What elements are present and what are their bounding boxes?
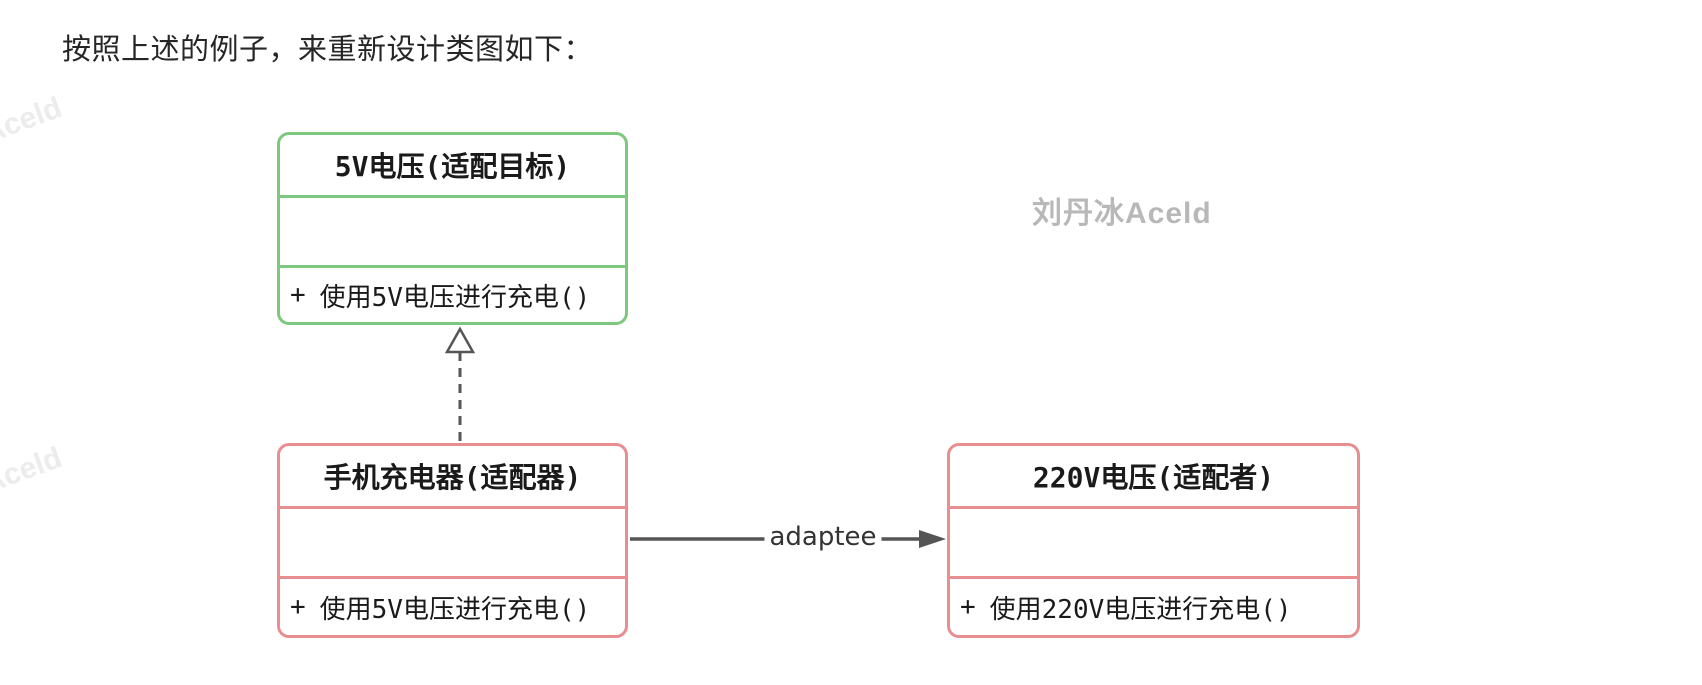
class-box-adaptee: 220V电压(适配者) + 使用220V电压进行充电() (947, 443, 1360, 638)
class-box-target: 5V电压(适配目标) + 使用5V电压进行充电() (277, 132, 628, 325)
realization-triangle-icon (444, 326, 476, 354)
watermark-edge-top: Aceld (0, 91, 67, 151)
class-name: 手机充电器(适配器) (323, 461, 582, 494)
class-attributes-section (280, 195, 625, 265)
class-methods-section: + 使用5V电压进行充电() (280, 265, 625, 322)
class-box-adapter: 手机充电器(适配器) + 使用5V电压进行充电() (277, 443, 628, 638)
class-attributes-section (950, 506, 1357, 576)
class-name: 5V电压(适配目标) (334, 150, 571, 183)
class-name: 220V电压(适配者) (1032, 461, 1275, 494)
method-signature: 使用220V电压进行充电() (989, 594, 1292, 625)
class-attributes-section (280, 506, 625, 576)
class-methods-section: + 使用220V电压进行充电() (950, 576, 1357, 635)
association-label-adaptee: adaptee (764, 522, 882, 552)
class-methods-section: + 使用5V电压进行充电() (280, 576, 625, 635)
method-visibility: + (960, 592, 976, 622)
watermark-author: 刘丹冰Aceld (1032, 197, 1212, 230)
method-signature: 使用5V电压进行充电() (319, 282, 591, 313)
method-visibility: + (290, 592, 306, 622)
page-heading: 按照上述的例子，来重新设计类图如下： (62, 34, 594, 66)
method-signature: 使用5V电压进行充电() (319, 594, 591, 625)
method-visibility: + (290, 280, 306, 310)
association-arrowhead-icon (919, 530, 946, 548)
watermark-edge-bottom: Aceld (0, 441, 67, 501)
